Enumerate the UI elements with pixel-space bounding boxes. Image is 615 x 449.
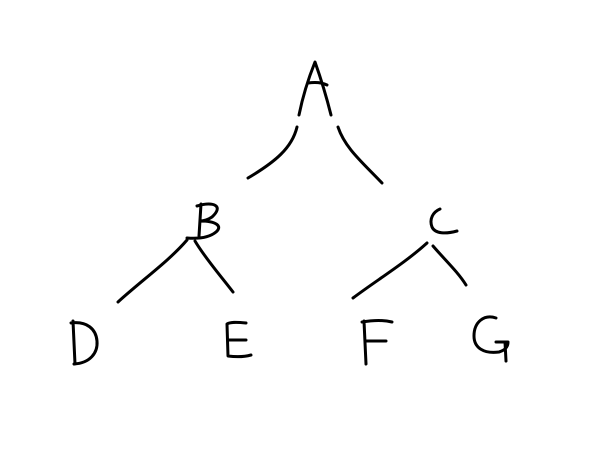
node-f: F bbox=[360, 319, 394, 366]
node-a-glyph bbox=[297, 60, 333, 117]
node-b-glyph bbox=[185, 202, 221, 240]
edge-a-c bbox=[336, 125, 384, 185]
edge-b-e bbox=[193, 239, 235, 294]
node-c: C bbox=[429, 207, 459, 235]
node-e-glyph bbox=[225, 320, 253, 359]
node-d: D bbox=[69, 319, 99, 366]
node-f-glyph bbox=[360, 319, 394, 366]
node-g-glyph bbox=[472, 315, 510, 363]
edge-c-g bbox=[431, 244, 468, 287]
edge-a-b bbox=[246, 125, 299, 180]
node-a: A bbox=[297, 60, 333, 117]
edge-b-d bbox=[116, 238, 189, 304]
node-e: E bbox=[225, 320, 253, 359]
node-c-glyph bbox=[429, 207, 459, 235]
edge-c-f bbox=[351, 241, 429, 300]
node-g: G bbox=[472, 315, 510, 363]
node-b: B bbox=[185, 202, 221, 240]
node-d-glyph bbox=[69, 319, 99, 366]
